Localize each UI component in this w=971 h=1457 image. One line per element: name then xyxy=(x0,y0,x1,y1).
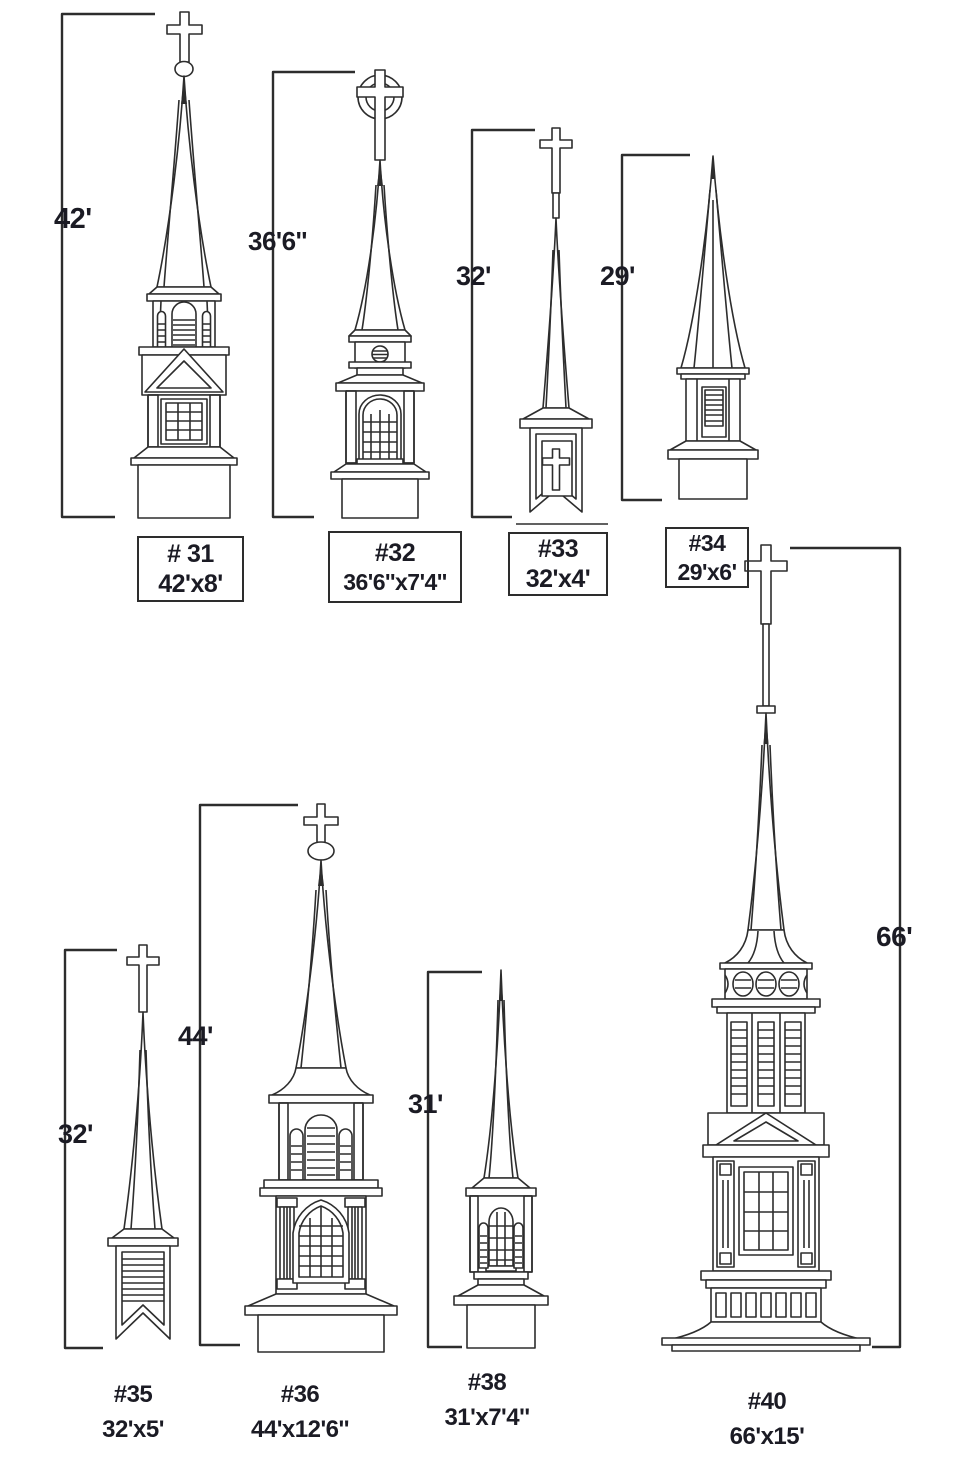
dimension-bracket-33 xyxy=(470,128,535,519)
cross-emblem xyxy=(541,448,571,491)
steeple-31-number: # 31 xyxy=(167,539,214,568)
steeple-35-drawing xyxy=(107,944,179,1340)
steeple-33-drawing xyxy=(516,127,608,525)
steeple-32-drawing xyxy=(330,69,430,519)
caption-box-33: #33 32'x4' xyxy=(508,532,608,596)
steeple-34-drawing xyxy=(667,155,759,500)
steeple-38-size: 31'x7'4'' xyxy=(444,1403,530,1431)
cross-icon xyxy=(166,11,203,63)
ball-finial xyxy=(174,60,194,78)
steeple-38-drawing xyxy=(453,969,549,1349)
steeple-36-drawing xyxy=(244,803,398,1353)
steeple-32-number: #32 xyxy=(374,538,416,567)
dimension-bracket-31 xyxy=(60,12,155,519)
caption-box-34: #34 29'x6' xyxy=(665,527,749,588)
cross-icon xyxy=(744,544,788,625)
dimension-label-38: 31' xyxy=(408,1089,443,1119)
steeple-33-number: #33 xyxy=(537,534,579,563)
celtic-cross-icon xyxy=(356,69,404,161)
dimension-bracket-40 xyxy=(790,546,902,1349)
dimension-bracket-38 xyxy=(426,970,482,1349)
caption-box-31: # 31 42'x8' xyxy=(137,536,244,602)
dimension-bracket-32 xyxy=(271,70,355,519)
steeple-32-size: 36'6''x7'4'' xyxy=(343,569,447,596)
steeple-34-size: 29'x6' xyxy=(677,558,737,585)
dimension-label-36: 44' xyxy=(178,1021,213,1051)
caption-36: #36 44'x12'6'' xyxy=(235,1378,365,1448)
caption-box-32: #32 36'6''x7'4'' xyxy=(328,531,462,603)
ball-finial xyxy=(307,841,335,861)
louver-banner xyxy=(115,1245,171,1340)
dimension-bracket-36 xyxy=(198,803,298,1347)
caption-35: #35 32'x5' xyxy=(83,1378,183,1448)
steeple-33-size: 32'x4' xyxy=(525,565,591,593)
dimension-label-35: 32' xyxy=(58,1119,93,1149)
steeple-40-size: 66'x15' xyxy=(729,1422,805,1450)
dimension-bracket-35 xyxy=(63,948,117,1350)
steeple-36-number: #36 xyxy=(280,1381,320,1408)
steeple-31-size: 42'x8' xyxy=(158,570,223,598)
steeple-38-number: #38 xyxy=(467,1369,507,1396)
dimension-label-31: 42' xyxy=(54,203,92,235)
steeple-35-size: 32'x5' xyxy=(102,1415,164,1443)
steeple-40-drawing xyxy=(661,544,871,1352)
dimension-label-33: 32' xyxy=(456,261,491,291)
dimension-label-40: 66' xyxy=(876,921,913,952)
dimension-label-32: 36'6'' xyxy=(248,226,307,256)
steeple-35-number: #35 xyxy=(113,1381,153,1408)
cross-icon xyxy=(126,944,160,1013)
caption-40: #40 66'x15' xyxy=(702,1385,832,1455)
steeple-40-number: #40 xyxy=(747,1388,787,1415)
cross-icon xyxy=(303,803,339,848)
steeple-31-drawing xyxy=(130,11,238,519)
caption-38: #38 31'x7'4'' xyxy=(422,1366,552,1436)
steeple-36-size: 44'x12'6'' xyxy=(251,1415,349,1443)
dimension-bracket-34 xyxy=(620,153,690,502)
dimension-label-34: 29' xyxy=(600,261,635,291)
cross-icon xyxy=(539,127,573,194)
steeple-34-number: #34 xyxy=(688,530,726,557)
